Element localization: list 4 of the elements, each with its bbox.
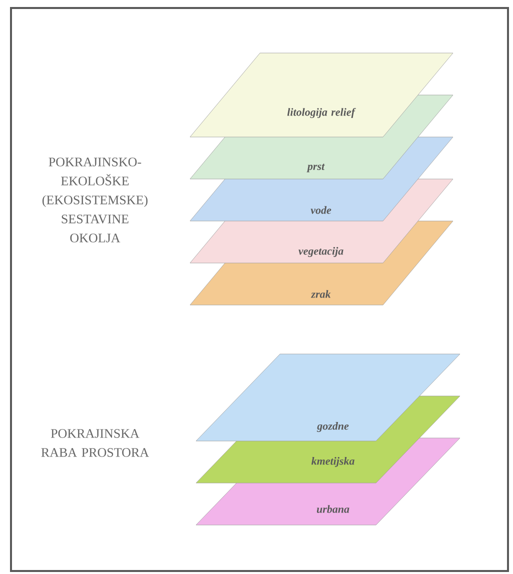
layer-plane: litologija relief bbox=[190, 52, 454, 138]
side-label: POKRAJINSKA RABA PROSTORA bbox=[41, 429, 149, 457]
layer-plane: gozdne bbox=[196, 354, 460, 442]
side-label: POKRAJINSKO- EKOLOŠKE (EKOSISTEMSKE) SESTAVINE OKOLJA bbox=[42, 158, 148, 242]
